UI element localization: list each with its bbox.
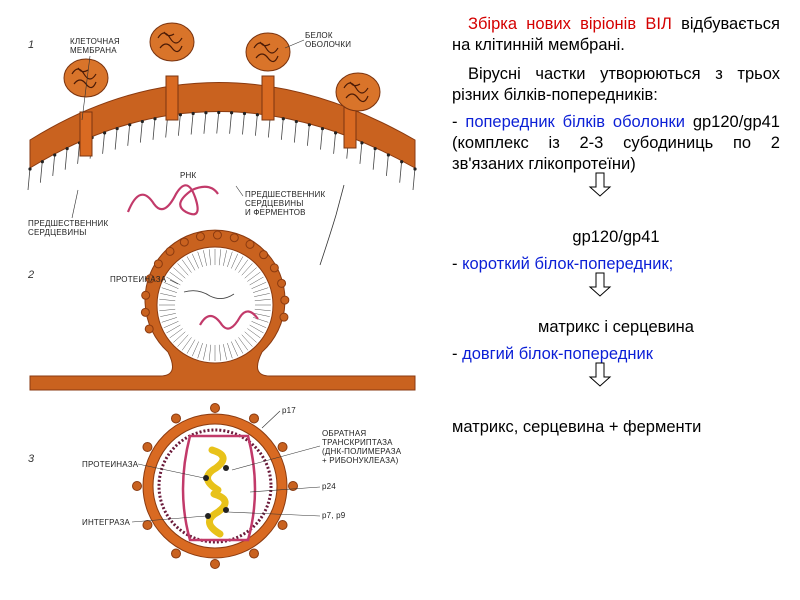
label-rt-1: ОБРАТНАЯ xyxy=(322,429,366,438)
item-long-precursor-label: довгий білок-попередник xyxy=(462,345,653,363)
item-envelope-precursor-detail: gp120/gp41 (комплекс із 2-3 субодиниць п… xyxy=(452,113,780,173)
result-gp120-gp41: gp120/gp41 xyxy=(572,228,660,246)
title-highlight: Збірка нових віріонів ВІЛ xyxy=(468,15,672,33)
lipid-tails xyxy=(27,110,417,191)
rna-strand-1 xyxy=(126,184,219,216)
label-p7p9: p7, p9 xyxy=(322,511,346,520)
label-envelope-protein-1: БЕЛОК xyxy=(305,31,333,40)
core-rna-yellow-1 xyxy=(204,446,227,494)
title-rest: відбувається на клітинній мембрані. xyxy=(452,15,780,54)
rna-strand-2 xyxy=(199,310,259,330)
stage-number-1: 1 xyxy=(28,39,34,51)
envelope-spike-4 xyxy=(335,72,381,149)
label-core-precursor-1: ПРЕДШЕСТВЕННИК xyxy=(28,219,108,228)
matrix-ring xyxy=(157,428,273,544)
down-arrow-icon xyxy=(588,362,612,387)
hiv-assembly-diagram: 1 КЛЕТОЧНАЯ МЕМБРАНА БЕЛОК ОБОЛОЧКИ РНК … xyxy=(27,22,417,569)
envelope-spike-3 xyxy=(245,32,291,121)
label-rt-4: + РИБОНУКЛЕАЗА) xyxy=(322,456,399,465)
item-short-precursor: - короткий білок-попередник; xyxy=(452,255,674,273)
envelope-spike-2 xyxy=(149,22,195,121)
item-short-precursor-label: короткий білок-попередник; xyxy=(462,255,674,273)
bud-rays xyxy=(159,249,271,361)
stage-number-2: 2 xyxy=(27,269,34,281)
envelope-spike-1 xyxy=(63,58,109,157)
label-p17: p17 xyxy=(282,406,296,415)
result-matrix-core-enzymes: матрикс, серцевина + ферменти xyxy=(452,418,702,436)
label-core-enzyme-precursor-3: И ФЕРМЕНТОВ xyxy=(245,208,306,217)
item-envelope-precursor-label: попередник білків оболонки xyxy=(465,113,685,131)
mature-spikes xyxy=(132,403,298,569)
core-rna-yellow-2 xyxy=(206,490,229,538)
budding-virion-inner xyxy=(156,246,274,364)
label-integrase: ИНТЕГРАЗА xyxy=(82,518,131,527)
label-core-enzyme-precursor-2: СЕРДЦЕВИНЫ xyxy=(245,199,304,208)
label-proteinase-3: ПРОТЕИНАЗА xyxy=(82,460,139,469)
stage-number-3: 3 xyxy=(28,453,35,465)
label-core-precursor-2: СЕРДЦЕВИНЫ xyxy=(28,228,87,237)
item-envelope-precursor: - попередник білків оболонки gp120/gp41 … xyxy=(452,113,780,173)
label-core-enzyme-precursor-1: ПРЕДШЕСТВЕННИК xyxy=(245,190,325,199)
label-proteinase-2: ПРОТЕИНАЗА xyxy=(110,275,167,284)
item-long-precursor: - довгий білок-попередник xyxy=(452,345,653,363)
result-matrix-core: матрикс і серцевина xyxy=(538,318,694,336)
label-cell-membrane-1: КЛЕТОЧНАЯ xyxy=(70,37,120,46)
precursor-paragraph: Вірусні частки утворюються з трьох різни… xyxy=(452,65,780,104)
label-rt-3: (ДНК-ПОЛИМЕРАЗА xyxy=(322,447,402,456)
label-envelope-protein-2: ОБОЛОЧКИ xyxy=(305,40,351,49)
intro-paragraph: Збірка нових віріонів ВІЛ відбувається н… xyxy=(452,14,780,56)
down-arrow-icon xyxy=(588,272,612,297)
capsid-cone xyxy=(181,434,257,542)
label-rt-2: ТРАНСКРИПТАЗА xyxy=(322,438,393,447)
label-rna: РНК xyxy=(180,171,197,180)
label-p24: p24 xyxy=(322,482,336,491)
down-arrow-icon xyxy=(588,172,612,197)
label-cell-membrane-2: МЕМБРАНА xyxy=(70,46,117,55)
text-panel: Збірка нових віріонів ВІЛ відбувається н… xyxy=(452,14,780,438)
bud-spikes xyxy=(140,230,290,334)
